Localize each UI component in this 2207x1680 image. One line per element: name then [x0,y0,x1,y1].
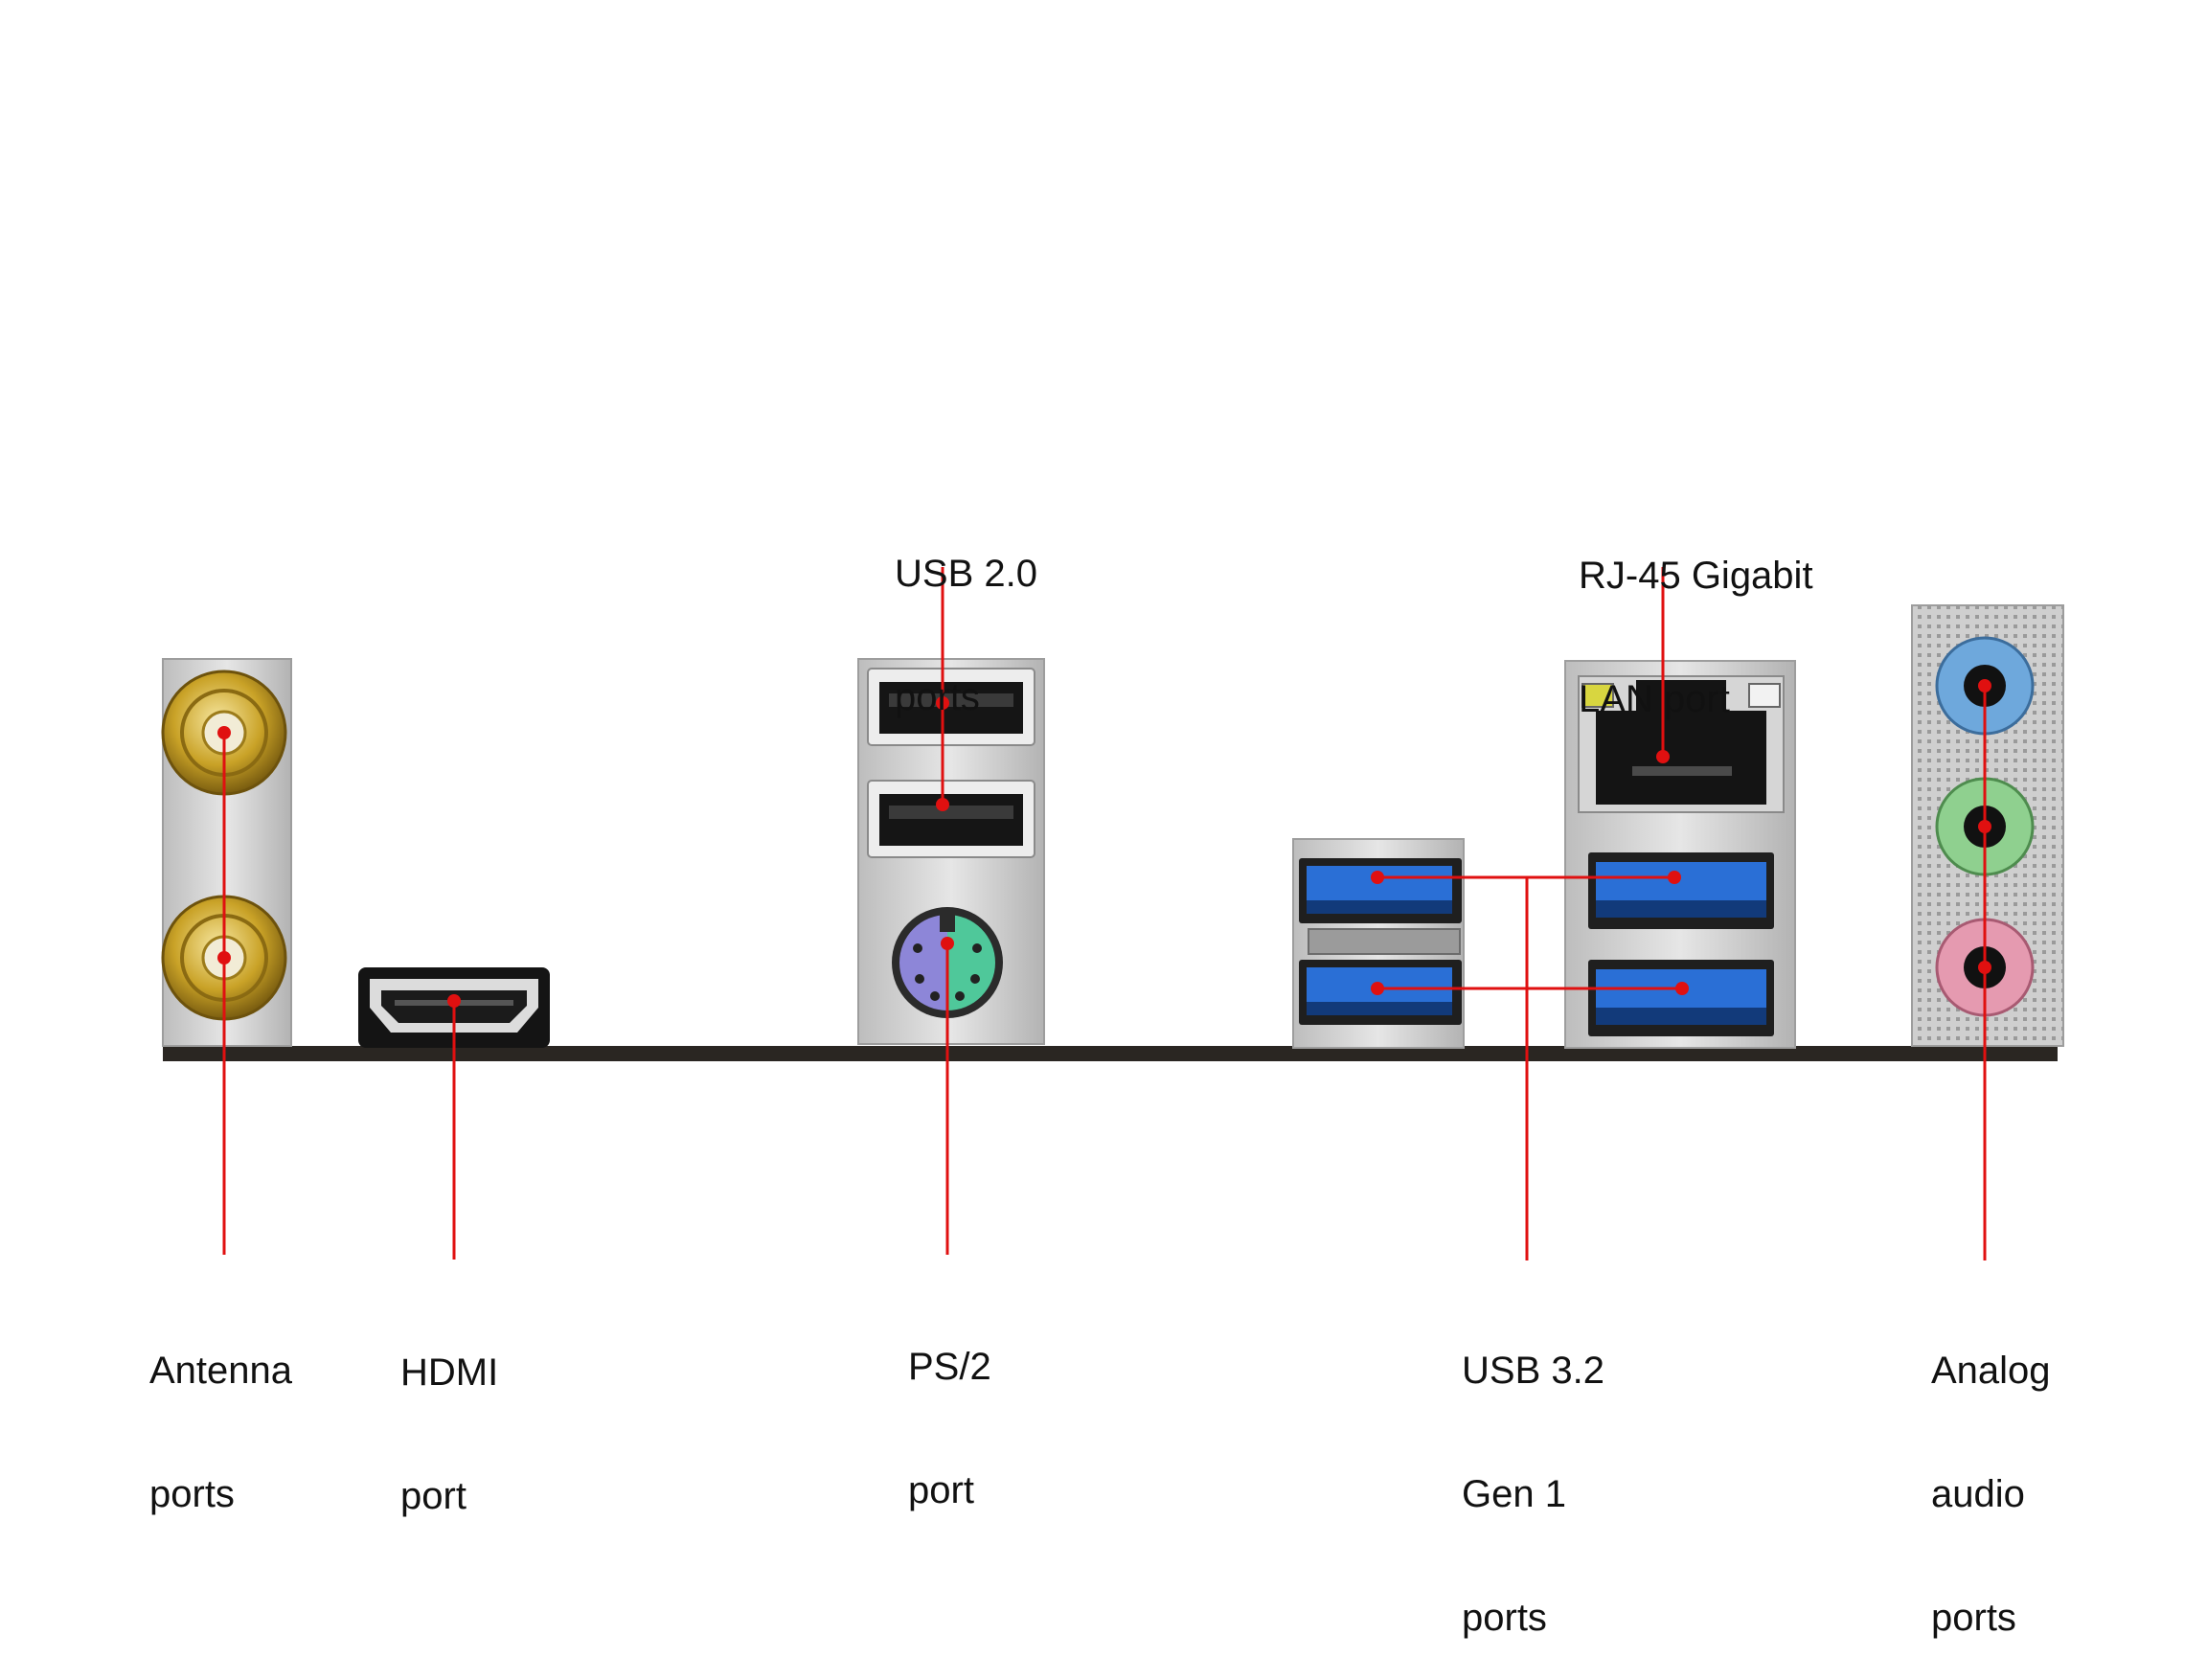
label-usb20-line2: ports [895,676,980,718]
leader-dot-audio-1 [1978,679,1991,692]
label-ps2-line2: port [908,1469,974,1511]
leader-dot-audio-3 [1978,961,1991,974]
label-hdmi-line2: port [400,1475,466,1517]
label-antenna-line2: ports [149,1473,235,1515]
usb20-ps2-stack [857,658,1045,1045]
leader-dot-usb32-3 [1371,982,1384,995]
label-audio-line2: audio [1931,1473,2025,1515]
antenna-ports [161,658,292,1047]
label-usb32-line3: ports [1462,1597,1547,1639]
label-audio-line3: ports [1931,1597,2016,1639]
usb32-stack-left [1292,838,1465,1049]
leader-lines [217,567,1991,1260]
leader-dot-usb32-2 [1668,871,1681,884]
board-edge [163,1046,2058,1061]
label-usb20-line1: USB 2.0 [895,553,1037,595]
leader-dot-usb32-1 [1371,871,1384,884]
label-ps2-line1: PS/2 [908,1346,991,1388]
leader-dot-antenna-bottom [217,951,231,965]
leader-dot-hdmi [447,994,461,1008]
label-usb32-line2: Gen 1 [1462,1473,1566,1515]
label-hdmi: HDMI port [400,1270,498,1558]
leader-dot-antenna-top [217,726,231,739]
label-antenna-line1: Antenna [149,1350,293,1392]
leader-dot-ps2 [941,937,954,950]
leader-dot-usb32-4 [1675,982,1689,995]
label-hdmi-line1: HDMI [400,1351,499,1394]
label-usb32-line1: USB 3.2 [1462,1350,1604,1392]
leader-dot-audio-2 [1978,820,1991,833]
label-antenna: Antenna ports [149,1268,292,1556]
leader-dot-rj45 [1656,750,1670,763]
label-rj45: RJ-45 Gigabit LAN port [1579,473,1813,761]
label-audio-line1: Analog [1931,1350,2051,1392]
leader-dot-usb20-top [936,696,949,710]
label-rj45-line2: LAN port [1579,678,1730,720]
label-ps2: PS/2 port [908,1264,991,1553]
label-rj45-line1: RJ-45 Gigabit [1579,555,1813,597]
rj45-port [1578,675,1785,813]
label-audio: Analog audio ports [1931,1268,2051,1680]
label-usb20: USB 2.0 ports [895,471,1037,760]
leader-dot-usb20-bottom [936,798,949,811]
label-usb32: USB 3.2 Gen 1 ports [1462,1268,1604,1680]
